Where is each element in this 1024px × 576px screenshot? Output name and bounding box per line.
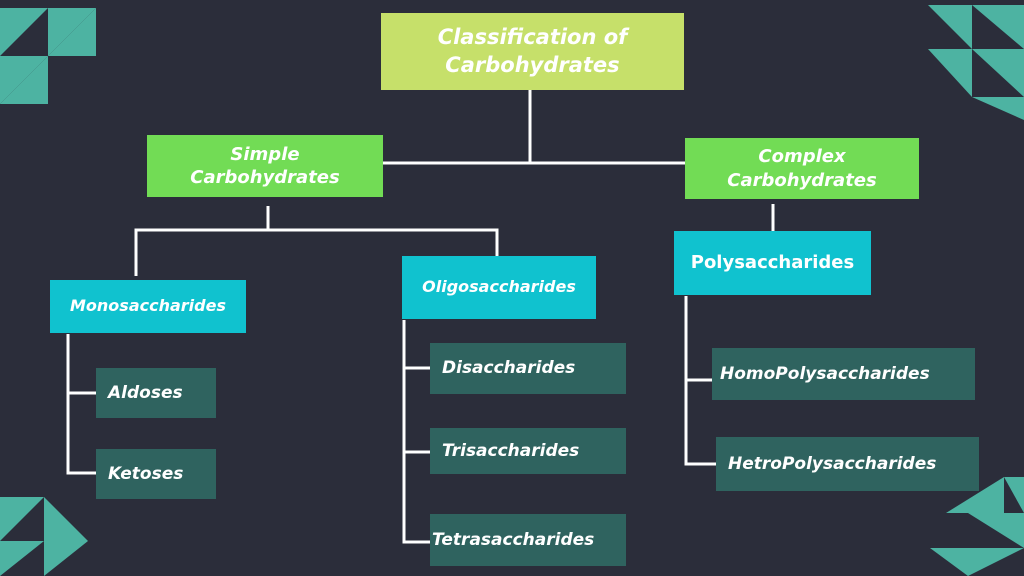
- node-disaccharides-label: Disaccharides: [442, 358, 576, 379]
- node-trisaccharides: Trisaccharides: [430, 428, 626, 474]
- node-oligosaccharides-label: Oligosaccharides: [422, 277, 576, 297]
- node-monosaccharides-label: Monosaccharides: [70, 296, 226, 316]
- node-homopolysaccharides: HomoPolysaccharides: [712, 348, 975, 400]
- node-polysaccharides: Polysaccharides: [674, 231, 871, 295]
- corner-decoration-top-left: [0, 8, 96, 104]
- node-root: Classification of Carbohydrates: [381, 13, 684, 90]
- node-simple-carbohydrates-label: Simple Carbohydrates: [190, 143, 340, 188]
- node-polysaccharides-label: Polysaccharides: [690, 252, 855, 274]
- node-ketoses: Ketoses: [96, 449, 216, 499]
- node-simple-carbohydrates: Simple Carbohydrates: [147, 135, 383, 197]
- corner-decoration-top-right: [928, 5, 1024, 120]
- node-tetrasaccharides-label: Tetrasaccharides: [432, 529, 595, 550]
- node-disaccharides: Disaccharides: [430, 343, 626, 394]
- node-monosaccharides: Monosaccharides: [50, 280, 246, 333]
- connector-lines: [66, 90, 775, 544]
- node-tetrasaccharides: Tetrasaccharides: [430, 514, 626, 566]
- node-complex-carbohydrates: Complex Carbohydrates: [685, 138, 919, 199]
- node-hetropolysaccharides-label: HetroPolysaccharides: [728, 453, 937, 474]
- node-trisaccharides-label: Trisaccharides: [442, 440, 580, 461]
- node-oligosaccharides: Oligosaccharides: [402, 256, 596, 319]
- node-root-label: Classification of Carbohydrates: [437, 25, 628, 77]
- node-aldoses-label: Aldoses: [108, 382, 183, 403]
- node-ketoses-label: Ketoses: [108, 463, 184, 484]
- corner-decoration-bottom-left: [0, 497, 88, 576]
- corner-decoration-bottom-right: [930, 477, 1024, 576]
- node-hetropolysaccharides: HetroPolysaccharides: [716, 437, 979, 491]
- node-homopolysaccharides-label: HomoPolysaccharides: [720, 363, 930, 384]
- node-aldoses: Aldoses: [96, 368, 216, 418]
- node-complex-carbohydrates-label: Complex Carbohydrates: [727, 146, 877, 191]
